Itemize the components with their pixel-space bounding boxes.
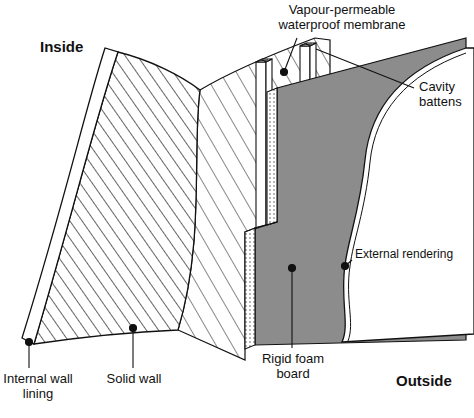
part-label: External rendering xyxy=(355,248,453,262)
foam-board-edge xyxy=(245,228,255,349)
side-label: Inside xyxy=(40,38,83,55)
solid-wall xyxy=(34,52,200,344)
internal-lining xyxy=(22,48,118,344)
part-label: Rigid foam board xyxy=(257,352,329,382)
foam-board-edge xyxy=(267,88,277,225)
part-label: Vapour-permeable waterproof membrane xyxy=(262,3,422,33)
solid-wall-hatch xyxy=(34,52,200,344)
external-rendering xyxy=(342,48,474,342)
side-label: Outside xyxy=(396,372,452,389)
part-label: Internal wall lining xyxy=(2,372,74,402)
leader-line xyxy=(26,38,415,368)
part-label: Cavity battens xyxy=(419,80,471,110)
part-label: Solid wall xyxy=(98,372,170,387)
